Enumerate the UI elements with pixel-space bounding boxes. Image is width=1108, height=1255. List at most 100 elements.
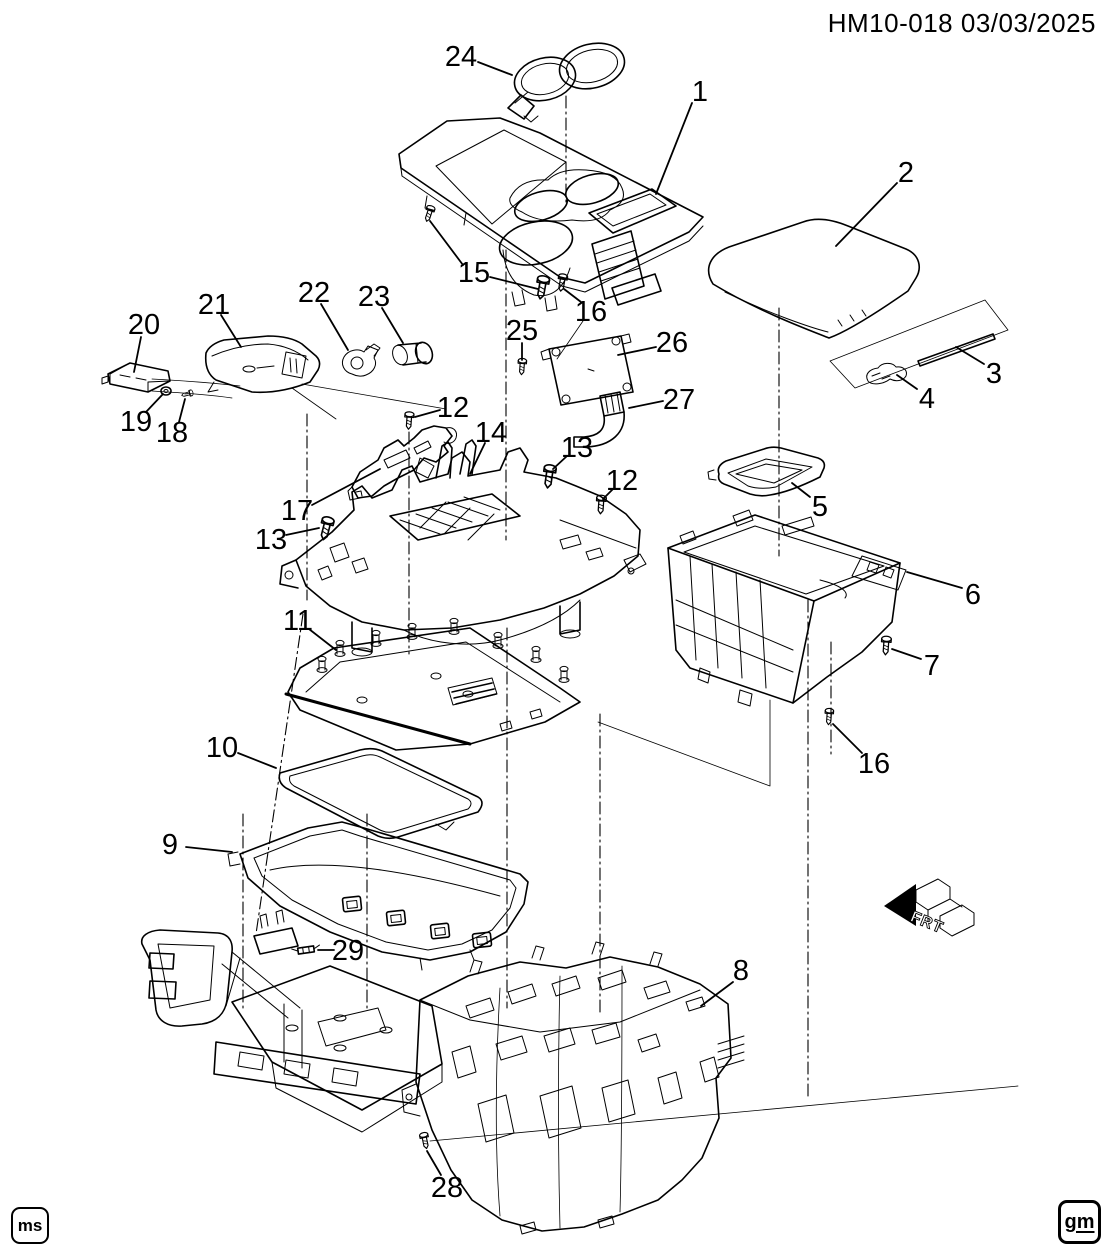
callout-leader-line bbox=[602, 488, 614, 500]
screw-icon bbox=[533, 274, 551, 301]
callout-leader-line bbox=[185, 846, 233, 853]
ms-logo: ms bbox=[11, 1207, 49, 1244]
callout-leader-line bbox=[311, 468, 381, 506]
callout-leader-line bbox=[563, 288, 582, 303]
fastener-19 bbox=[160, 386, 172, 396]
assembly-center-lines bbox=[242, 95, 832, 1099]
part-console-trim-plate bbox=[398, 117, 704, 312]
callout-21: 21 bbox=[198, 289, 230, 321]
part-armrest-tray bbox=[707, 446, 826, 497]
callout-leader-line bbox=[426, 1150, 442, 1176]
drawing-number-and-date: HM10-018 03/03/2025 bbox=[827, 8, 1096, 38]
callout-14: 14 bbox=[475, 417, 507, 449]
callout-leader-line bbox=[381, 307, 404, 344]
callout-28: 28 bbox=[431, 1172, 463, 1204]
callout-24: 24 bbox=[445, 41, 477, 73]
callout-leader-line bbox=[489, 276, 539, 290]
callout-4: 4 bbox=[919, 383, 935, 415]
part-front-bin-liner bbox=[227, 821, 529, 971]
callout-1: 1 bbox=[692, 76, 708, 108]
callout-13: 13 bbox=[561, 432, 593, 464]
callout-13: 13 bbox=[255, 524, 287, 556]
callout-leader-line bbox=[835, 182, 898, 247]
screw-icon bbox=[418, 1131, 432, 1150]
screw-icon bbox=[823, 707, 835, 726]
callout-23: 23 bbox=[358, 281, 390, 313]
callout-25: 25 bbox=[506, 315, 538, 347]
part-control-module bbox=[540, 333, 634, 406]
part-switch-trim-bezel bbox=[204, 335, 321, 394]
callout-2: 2 bbox=[898, 157, 914, 189]
screw-icon bbox=[422, 204, 437, 224]
callout-leader-line bbox=[617, 346, 657, 356]
screw-icon bbox=[316, 514, 336, 542]
part-vent-duct bbox=[573, 391, 625, 448]
callout-leader-line bbox=[896, 374, 918, 390]
callout-leader-line bbox=[700, 981, 734, 1007]
callout-leader-line bbox=[237, 752, 277, 769]
screw-icon bbox=[879, 635, 893, 656]
callout-leader-line bbox=[791, 482, 811, 498]
callout-29: 29 bbox=[332, 935, 364, 967]
part-wire-connector bbox=[101, 362, 171, 393]
callout-leader-line bbox=[285, 527, 320, 536]
callout-leader-line bbox=[414, 409, 441, 418]
callout-8: 8 bbox=[733, 955, 749, 987]
part-carrier-lower-panel bbox=[284, 617, 581, 751]
callout-leader-line bbox=[145, 393, 164, 413]
screw-icons bbox=[316, 204, 893, 1150]
callout-leader-line bbox=[469, 442, 486, 475]
part-storage-bin bbox=[667, 509, 907, 707]
part-shift-bezel-ring bbox=[507, 42, 626, 123]
part-console-base-frame bbox=[401, 941, 745, 1235]
gm-logo: gm bbox=[1058, 1200, 1101, 1244]
callout-leader-line bbox=[832, 723, 863, 754]
callout-leader-line bbox=[628, 400, 664, 409]
callout-16: 16 bbox=[858, 748, 890, 780]
callout-leader-line bbox=[955, 346, 985, 365]
callout-26: 26 bbox=[656, 327, 688, 359]
callout-7: 7 bbox=[924, 650, 940, 682]
callout-20: 20 bbox=[128, 309, 160, 341]
callout-12: 12 bbox=[437, 392, 469, 424]
callout-leader-line bbox=[906, 571, 963, 589]
part-bin-mat bbox=[278, 747, 483, 840]
callout-leader-line bbox=[320, 303, 349, 351]
callout-11: 11 bbox=[283, 605, 313, 637]
callout-leader-line bbox=[891, 648, 922, 660]
part-shifter-bracket bbox=[347, 425, 457, 501]
callout-22: 22 bbox=[298, 277, 330, 309]
fastener-29-clip bbox=[291, 944, 320, 955]
callout-17: 17 bbox=[281, 495, 313, 527]
callout-leader-line bbox=[655, 102, 693, 195]
screw-icon bbox=[403, 410, 415, 431]
part-retainer-clip bbox=[341, 343, 381, 377]
callout-6: 6 bbox=[965, 579, 981, 611]
callout-3: 3 bbox=[986, 358, 1002, 390]
part-console-carrier bbox=[279, 439, 647, 657]
callout-10: 10 bbox=[206, 732, 238, 764]
callout-leader-line bbox=[220, 314, 242, 348]
callout-leader-line bbox=[308, 628, 337, 651]
ms-logo-text: ms bbox=[17, 1215, 43, 1235]
callout-19: 19 bbox=[120, 406, 152, 438]
part-power-outlet bbox=[392, 341, 434, 366]
callout-27: 27 bbox=[663, 384, 695, 416]
callout-12: 12 bbox=[606, 465, 638, 497]
gm-logo-text: gm bbox=[1064, 1210, 1095, 1233]
callout-leader-line bbox=[477, 61, 513, 76]
callout-16: 16 bbox=[575, 296, 607, 328]
frt-label: FRT bbox=[908, 909, 946, 938]
part-front-support-bracket bbox=[140, 909, 443, 1133]
reference-lines bbox=[151, 320, 1019, 1142]
callout-leader-line bbox=[178, 398, 186, 423]
callout-15: 15 bbox=[458, 257, 490, 289]
part-hinge-clip bbox=[866, 362, 907, 385]
callout-leader-line bbox=[429, 220, 464, 266]
callout-leader-line bbox=[133, 336, 142, 373]
part-armrest-lid bbox=[707, 218, 920, 339]
callout-5: 5 bbox=[812, 491, 828, 523]
